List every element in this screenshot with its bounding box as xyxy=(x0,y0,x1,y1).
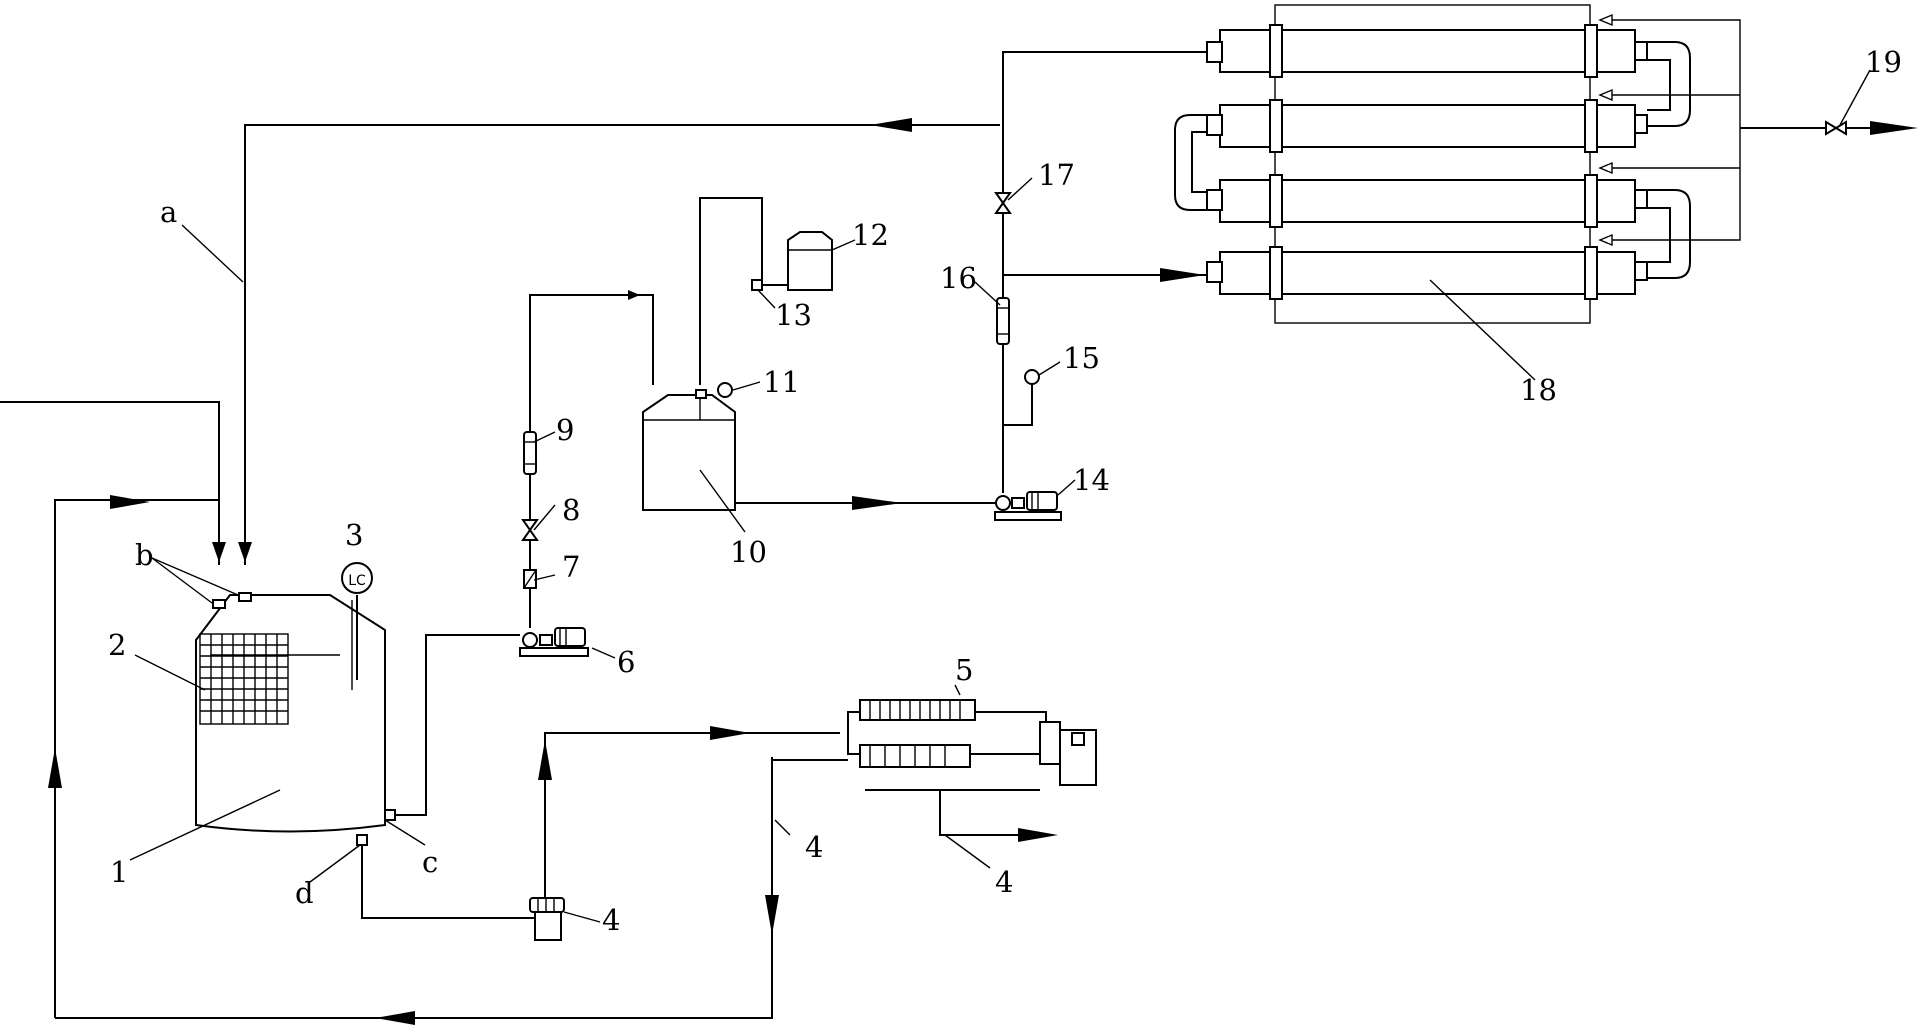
membrane-tube-2 xyxy=(1206,99,1648,153)
label-4-loop: 4 xyxy=(805,830,823,864)
u-bend-right-2 xyxy=(1647,189,1691,279)
label-7: 7 xyxy=(562,550,580,584)
flowmeter-9 xyxy=(523,431,537,475)
tank-12 xyxy=(751,231,833,291)
arrow-right-press-out xyxy=(1018,828,1058,842)
line-dosing xyxy=(699,197,763,385)
label-4-pump: 4 xyxy=(602,903,620,937)
arrow-right-tank10 xyxy=(852,496,902,510)
label-9: 9 xyxy=(556,413,574,447)
line-press-filtrate xyxy=(771,757,848,761)
arrow-left-loop xyxy=(375,1011,415,1025)
valve-7 xyxy=(523,569,537,589)
label-15: 15 xyxy=(1063,341,1100,375)
label-10: 10 xyxy=(730,535,767,569)
filter-press-5 xyxy=(847,699,1097,791)
screen-2 xyxy=(199,633,289,725)
pump-4 xyxy=(529,897,565,941)
labels: a b c d 1 2 3 4 4 4 5 6 7 8 9 10 11 12 1… xyxy=(108,45,1902,937)
pump-14 xyxy=(994,491,1062,521)
line-pump6-to-tank10 xyxy=(529,294,654,628)
line-d-to-pump4 xyxy=(361,845,535,919)
tank-1: LC xyxy=(195,562,396,846)
line-pump14-riser xyxy=(1002,51,1210,493)
pressure-gauge-15 xyxy=(1024,369,1040,385)
arrow-right-membrane xyxy=(1160,268,1205,282)
label-12: 12 xyxy=(852,218,889,252)
valve-8 xyxy=(521,519,539,541)
label-8: 8 xyxy=(562,493,580,527)
label-16: 16 xyxy=(940,261,977,295)
gauge-11 xyxy=(717,382,733,398)
arrow-down-a xyxy=(238,542,252,562)
inlet-line xyxy=(0,401,220,565)
arrow-down-filtrate xyxy=(765,895,779,935)
arrow-right-pump6 xyxy=(628,290,640,300)
level-controller-3 xyxy=(341,562,373,594)
recycle-loop-line xyxy=(55,757,773,1019)
tank-10 xyxy=(642,382,736,511)
label-4-outlet: 4 xyxy=(995,865,1013,899)
membrane-tube-3 xyxy=(1206,174,1648,228)
return-line-a xyxy=(244,124,1000,565)
label-2: 2 xyxy=(108,628,126,662)
label-3: 3 xyxy=(345,518,363,552)
label-19: 19 xyxy=(1865,45,1902,79)
flow-arrows xyxy=(48,118,1918,1025)
arrow-down-b xyxy=(212,542,226,562)
label-17: 17 xyxy=(1038,158,1075,192)
label-d: d xyxy=(295,876,314,910)
label-13: 13 xyxy=(775,298,812,332)
line-press-outlet xyxy=(939,790,1045,836)
pump-6 xyxy=(519,627,589,657)
recycle-loop-up xyxy=(54,499,219,1018)
line-gauge15 xyxy=(1003,385,1033,426)
label-b: b xyxy=(135,538,154,572)
valve-19 xyxy=(1825,120,1847,136)
membrane-frame xyxy=(1274,4,1591,324)
membrane-tube-4 xyxy=(1206,246,1648,300)
arrow-up-pump4 xyxy=(538,740,552,780)
arrow-right-press xyxy=(710,726,750,740)
permeate-collector xyxy=(1612,19,1741,241)
u-bend-left xyxy=(1174,114,1207,211)
label-1: 1 xyxy=(110,855,128,889)
label-11: 11 xyxy=(763,365,800,399)
u-bend-right-1 xyxy=(1647,41,1691,127)
membrane-modules-18 xyxy=(1174,4,1741,324)
label-18: 18 xyxy=(1520,373,1557,407)
leader-lines xyxy=(129,69,1871,923)
arrow-left-a xyxy=(870,118,912,132)
valve-13 xyxy=(751,279,763,291)
line-pump4-to-press xyxy=(544,732,840,900)
label-5: 5 xyxy=(955,653,973,687)
arrow-up-loop xyxy=(48,748,62,788)
arrow-right-inlet xyxy=(110,495,150,509)
valve-17 xyxy=(994,192,1012,214)
label-6: 6 xyxy=(617,645,635,679)
label-c: c xyxy=(422,845,438,879)
membrane-tube-1 xyxy=(1206,24,1648,78)
label-a: a xyxy=(160,195,177,229)
label-14: 14 xyxy=(1073,463,1110,497)
arrow-right-outlet xyxy=(1870,121,1918,135)
level-controller-tag: LC xyxy=(348,573,366,589)
line-c-to-pump6 xyxy=(385,634,520,816)
flowmeter-16 xyxy=(996,297,1010,345)
